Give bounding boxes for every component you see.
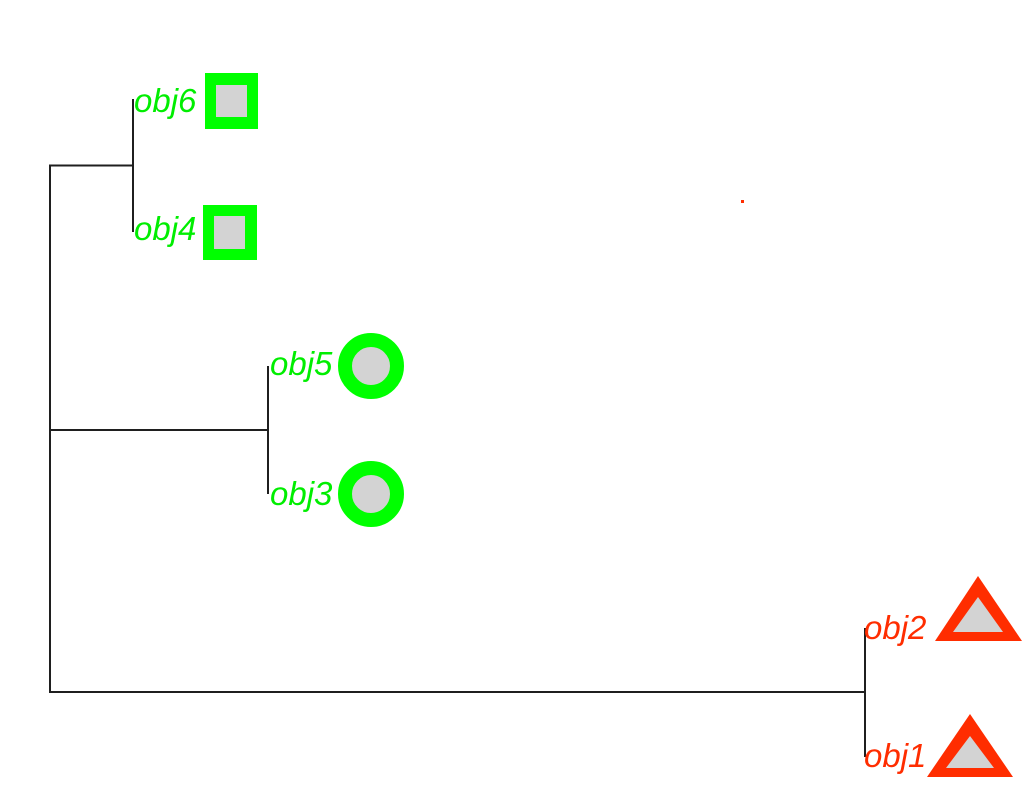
leaf-obj3: obj3 — [270, 461, 404, 527]
leaf-label-obj3: obj3 — [270, 475, 333, 512]
leaf-obj4: obj4 — [134, 205, 257, 260]
leaf-label-obj6: obj6 — [134, 82, 197, 119]
square-marker-fill-obj6 — [216, 85, 247, 117]
tree-branches — [49, 99, 866, 757]
stray-red-dot — [741, 200, 744, 203]
triangle-marker-fill-obj1 — [946, 736, 994, 768]
square-marker-fill-obj4 — [214, 216, 245, 249]
circle-marker-obj5 — [338, 333, 404, 399]
circle-marker-obj3 — [338, 461, 404, 527]
leaf-obj2: obj2 — [864, 576, 1022, 646]
leaf-obj6: obj6 — [134, 73, 258, 129]
leaf-label-obj5: obj5 — [270, 345, 333, 382]
leaf-label-obj2: obj2 — [864, 609, 926, 646]
leaf-obj5: obj5 — [270, 333, 404, 399]
triangle-marker-fill-obj2 — [953, 597, 1003, 632]
leaf-label-obj1: obj1 — [864, 737, 926, 774]
leaf-obj1: obj1 — [864, 714, 1013, 777]
leaf-label-obj4: obj4 — [134, 210, 196, 247]
